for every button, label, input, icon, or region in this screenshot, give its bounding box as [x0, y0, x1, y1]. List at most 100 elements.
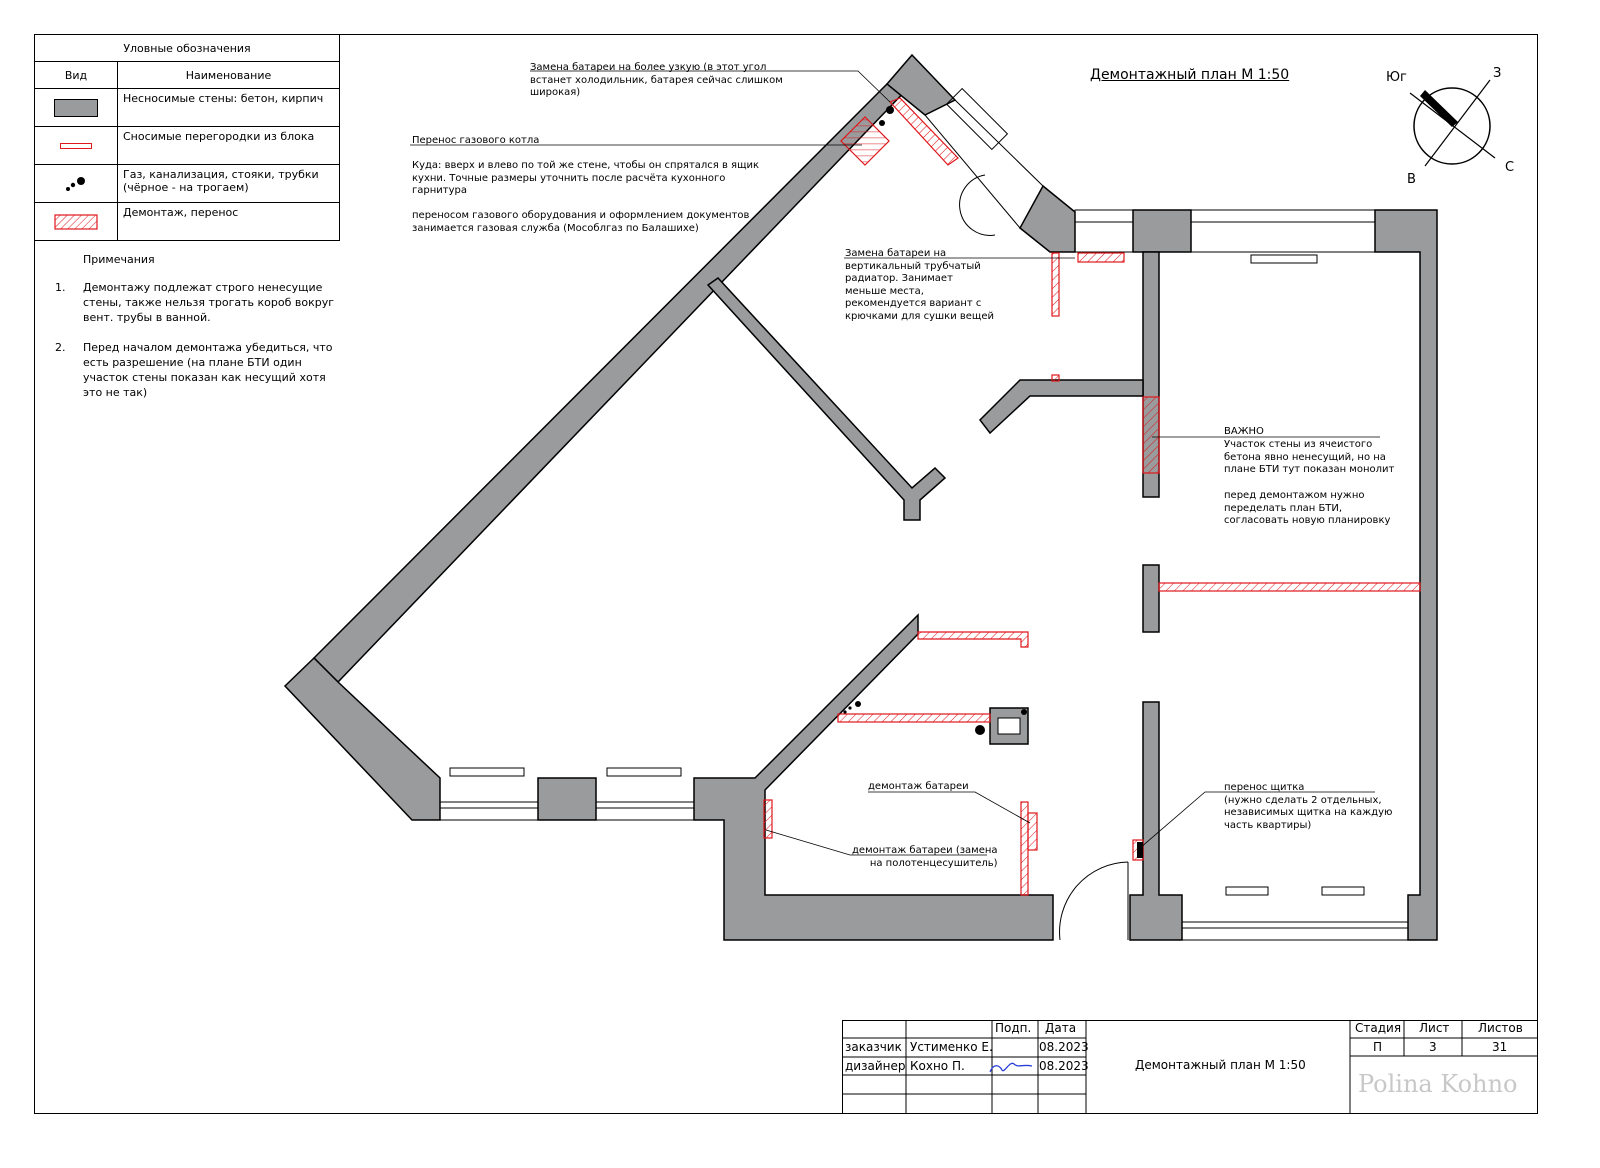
drawing-frame — [34, 34, 1538, 1114]
sign-header: Подп. — [995, 1021, 1032, 1035]
title-block-border — [842, 1020, 1538, 1114]
demolition — [763, 97, 1421, 896]
pipe-small-icon — [1021, 709, 1027, 715]
radiator-bottom-2 — [1321, 886, 1365, 896]
demolition-diagonal-wall — [888, 97, 959, 166]
leader-radiator-removal — [868, 791, 1031, 824]
wall-southwest-corner — [283, 656, 441, 821]
radiator-south-1 — [449, 767, 525, 777]
compass-needle — [1420, 90, 1458, 127]
compass-label-east: З — [1493, 66, 1501, 81]
radiator-south-2 — [606, 767, 682, 777]
notes-title: Примечания — [83, 253, 155, 266]
pipe-riser-icon — [975, 725, 985, 735]
vent-shaft-inner — [997, 717, 1021, 735]
title-block-grid — [842, 1020, 1538, 1114]
annotation-gas-boiler-title: Перенос газового котла — [412, 135, 540, 146]
sheet-header: Лист — [1419, 1021, 1450, 1035]
window-bottom-right — [1181, 921, 1409, 941]
page-title: Демонтажный план М 1:50 — [1090, 67, 1290, 83]
sheet-title: Демонтажный план М 1:50 — [1135, 1058, 1306, 1072]
pipe-dot-icon — [848, 706, 852, 710]
wall-corridor-arm — [979, 379, 1144, 435]
demolition-cellular-wall — [1142, 396, 1160, 474]
kitchen-window-frame — [945, 87, 1009, 151]
wall-pier-window1 — [537, 777, 597, 821]
row2-role: дизайнер — [845, 1059, 906, 1073]
wall-central-lower — [1129, 701, 1183, 941]
compass: Юг З С В — [1386, 66, 1514, 187]
annotation-fridge-radiator: Замена батареи на более узкую (в этот уг… — [530, 62, 783, 98]
electrical-panel-icon — [1137, 842, 1143, 858]
sheets-value: 31 — [1492, 1040, 1508, 1054]
notes: Примечания 1. Демонтажу подлежат строго … — [55, 252, 335, 415]
annotation-vertical-radiator: Замена батареи на вертикальный трубчатый… — [845, 248, 995, 322]
bearing-wall-swatch — [54, 98, 98, 117]
row2-date: 08.2023 — [1039, 1059, 1089, 1073]
demolition-partition-lower — [837, 713, 991, 723]
door-swing-kitchen — [959, 174, 996, 236]
leader-fridge — [530, 70, 891, 103]
demolition-radiator-top — [1077, 252, 1125, 263]
demolition-gas-boiler — [840, 116, 890, 166]
row2-name: Кохно П. — [910, 1059, 965, 1073]
annotation-important-text2: перед демонтажом нужно переделать план Б… — [1224, 490, 1391, 526]
row1-date: 08.2023 — [1039, 1040, 1089, 1054]
bearing-walls — [283, 53, 1438, 941]
annotation-important-title: ВАЖНО — [1224, 426, 1264, 437]
pipe-dot-icon — [855, 701, 861, 707]
demolition-small-stub — [1051, 374, 1060, 382]
annotation-gas-boiler-text: Куда: вверх и влево по той же стене, что… — [412, 160, 760, 196]
stage-header: Стадия — [1355, 1021, 1402, 1035]
pipe-dot-icon — [843, 710, 847, 714]
annotation-radiator-removal: демонтаж батареи — [868, 781, 969, 792]
demolition-hatch-swatch — [54, 213, 98, 230]
demolition-vertical-bath — [1020, 801, 1029, 896]
sheets-header: Листов — [1478, 1021, 1523, 1035]
legend-label: Демонтаж, перенос — [117, 202, 340, 241]
pipes-dots-icon — [66, 176, 85, 191]
windows — [439, 209, 1420, 941]
leader-towel — [765, 829, 987, 856]
demolition-horizontal-partition — [1158, 582, 1421, 592]
note-item: 1. Демонтажу подлежат строго ненесущие с… — [55, 280, 335, 325]
leader-lines — [410, 70, 1380, 856]
gas-pipe-icon — [886, 106, 894, 114]
wall-kitchen-stub — [1019, 184, 1076, 253]
note-item: 2. Перед началом демонтажа убедиться, чт… — [55, 340, 335, 400]
legend-col-name: Наименование — [117, 61, 340, 89]
note-text: Перед началом демонтажа убедиться, что е… — [83, 341, 333, 399]
window-top-2 — [1190, 209, 1376, 253]
stage-value: П — [1373, 1040, 1383, 1054]
demolition-partition-upper — [917, 631, 1029, 648]
leader-panel — [1139, 791, 1375, 849]
legend-swatch-cell — [34, 202, 118, 241]
legend-swatch-cell — [34, 88, 118, 127]
compass-label-west: В — [1407, 172, 1416, 187]
wall-central-segment — [1142, 564, 1160, 633]
demolition-radiator-bath — [763, 799, 773, 839]
signature-mark — [989, 1062, 1033, 1073]
entrance-door — [1059, 861, 1129, 941]
compass-label-north: Юг — [1386, 70, 1407, 85]
wall-south-bathroom — [693, 613, 1054, 941]
demolition-radiator-right — [1027, 812, 1038, 851]
compass-label-south: С — [1505, 160, 1514, 175]
note-number: 2. — [55, 341, 66, 354]
row1-role: заказчик — [845, 1040, 902, 1054]
annotation-gas-boiler-text2: переносом газового оборудования и оформл… — [412, 210, 750, 234]
partition-swatch — [60, 142, 92, 149]
radiator-bottom-1 — [1225, 886, 1269, 896]
annotation-panel-move: перенос щитка (нужно сделать 2 отдельных… — [1224, 782, 1393, 831]
window-south-2 — [595, 801, 695, 821]
window-top-1 — [1074, 209, 1134, 253]
radiator-top — [1250, 254, 1318, 264]
kitchen-window-diagonal — [924, 87, 1044, 236]
annotation-important-text: Участок стены из ячеистого бетона явно н… — [1224, 439, 1395, 475]
window-south-1 — [439, 801, 539, 821]
gas-pipe-icon — [879, 120, 885, 126]
row1-name: Устименко Е. — [910, 1040, 993, 1054]
brand-logo: Polina Kohno — [1358, 1070, 1518, 1098]
legend-label: Несносимые стены: бетон, кирпич — [117, 88, 340, 127]
